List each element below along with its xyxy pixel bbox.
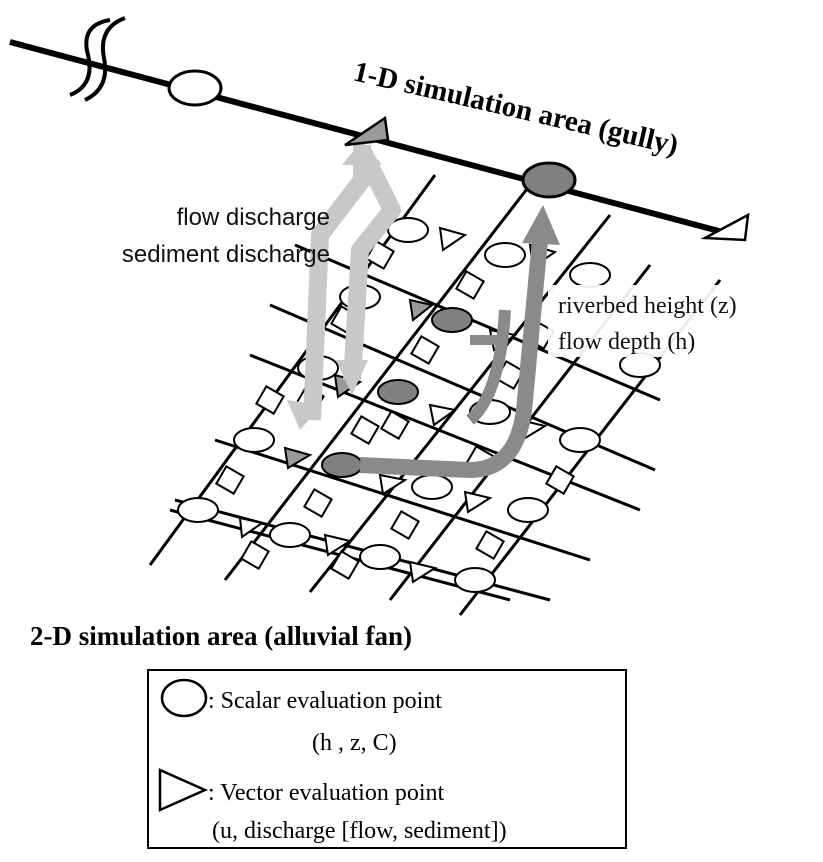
grid-vector-points	[214, 239, 576, 581]
triangle-icon	[158, 768, 209, 812]
legend-vector-vars: (u, discharge [flow, sediment])	[212, 818, 507, 844]
depth-height-arrow	[359, 205, 560, 478]
legend-box	[147, 669, 627, 849]
gully-scalar-point-coupled	[521, 161, 577, 199]
discharge-exchange-arrow	[287, 140, 401, 430]
gully-vector-point	[700, 212, 750, 242]
gully-line	[9, 16, 750, 242]
break-symbol-icon	[69, 16, 126, 102]
label-sediment-discharge: sediment discharge	[122, 241, 330, 268]
grid-scalar-points	[177, 217, 661, 593]
label-flow-discharge: flow discharge	[177, 204, 330, 231]
legend-scalar-vars: (h , z, C)	[312, 730, 397, 756]
gully-scalar-point	[167, 69, 223, 107]
gully-vector-point-coupled	[344, 115, 390, 147]
label-flow-depth: flow depth (h)	[558, 329, 695, 355]
label-riverbed-height: riverbed height (z)	[558, 293, 737, 319]
circle-icon	[160, 678, 208, 718]
legend-vector-label: : Vector evaluation point	[208, 780, 445, 806]
legend: : Scalar evaluation point (h , z, C) : V…	[147, 669, 627, 849]
legend-scalar-label: : Scalar evaluation point	[208, 688, 442, 714]
title-2d-area: 2-D simulation area (alluvial fan)	[30, 621, 412, 651]
